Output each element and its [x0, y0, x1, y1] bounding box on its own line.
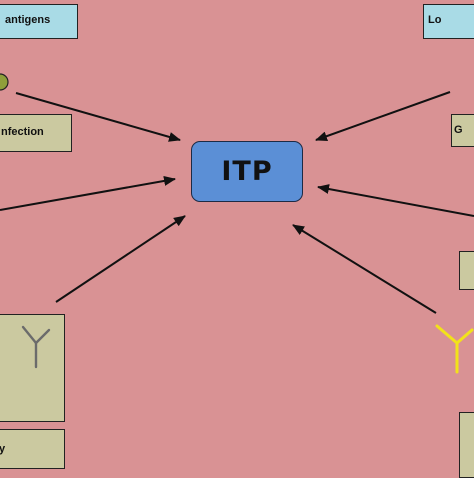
arrow-mid-left [0, 175, 176, 211]
label-box-antigens: antigens [0, 4, 78, 39]
box-right-bottom-stub [459, 412, 474, 478]
arrow-top-right [315, 91, 451, 141]
arrow-bottom-left [55, 215, 186, 303]
antibody-icon-yellow [435, 324, 474, 374]
label-box-bottom-left: y [0, 429, 65, 469]
label-box-mid-right: G [451, 114, 474, 147]
label-box-top-right: Lo [423, 4, 474, 39]
label-box-infection: nfection [0, 114, 72, 152]
box-right-stub [459, 251, 474, 290]
arrow-top-left [15, 92, 181, 142]
itp-node: ITP [191, 141, 303, 202]
label-text-antigens: antigens [5, 14, 51, 26]
itp-label: ITP [221, 156, 273, 187]
label-text-bottom-left: y [0, 443, 5, 455]
arrow-bottom-right [292, 224, 437, 314]
label-text-infection: nfection [1, 126, 44, 138]
label-text-mid-right: G [454, 124, 463, 136]
label-text-top-right: Lo [428, 14, 442, 26]
arrow-mid-right [317, 184, 474, 217]
cell-circle-icon [0, 73, 9, 91]
antibody-icon [21, 325, 51, 369]
antibody-box [0, 314, 65, 422]
